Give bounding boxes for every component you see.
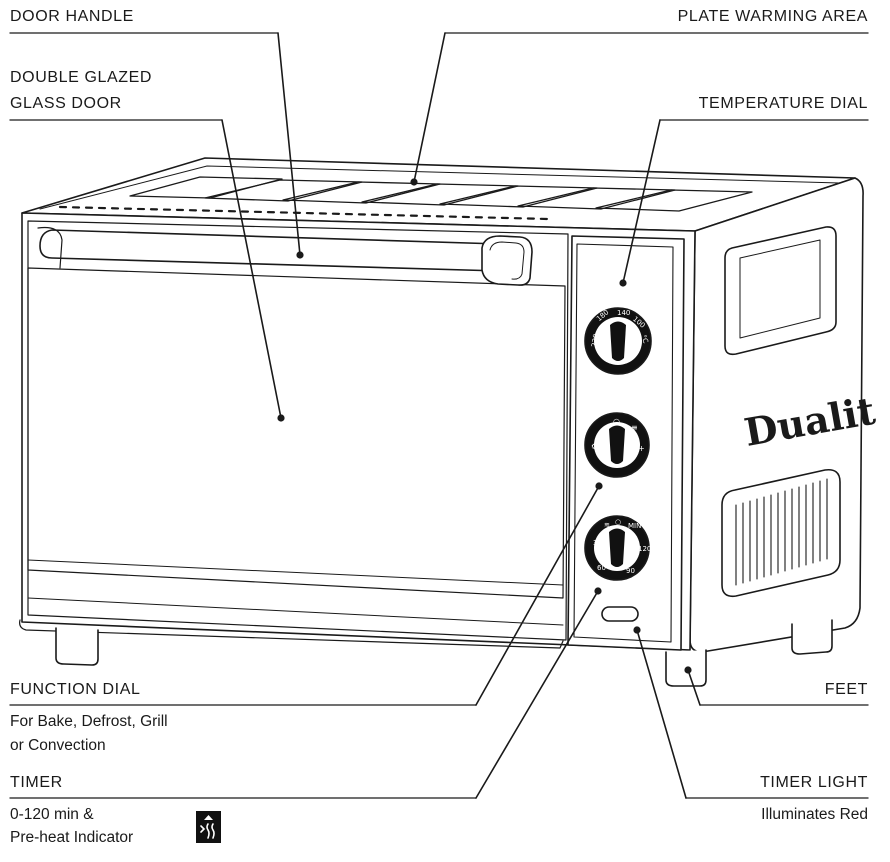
plate-warming-slots (129, 176, 753, 212)
label-rules (9, 32, 869, 799)
top-vents (58, 205, 550, 221)
label-function-dial: FUNCTION DIAL (10, 681, 141, 698)
timer-light (601, 606, 639, 622)
door-handle (37, 226, 533, 286)
leader-temperature (622, 119, 661, 284)
timer-mark-120: 120 (638, 545, 651, 553)
timer-mark-off: ○ (615, 518, 621, 526)
label-temperature-dial: TEMPERATURE DIAL (698, 95, 868, 112)
timer-dial-marks: 30 ≋ ○ MIN 120 90 60 (593, 518, 651, 575)
timer-dial[interactable] (584, 515, 650, 581)
timer-mark-preheat: ≋ (604, 521, 610, 529)
leader-timer (475, 590, 599, 799)
label-feet: FEET (824, 681, 868, 698)
function-mark-grill: ≡ (631, 423, 638, 432)
glass-door (27, 267, 566, 626)
timer-mark-30: 30 (593, 539, 602, 547)
label-timer: TIMER (10, 774, 63, 791)
label-function-desc-line1: For Bake, Defrost, Grill (10, 713, 168, 730)
function-mark-off: ○ (613, 417, 620, 426)
temp-mark-unit: °C (639, 334, 649, 345)
label-double-glazed-line2: GLASS DOOR (10, 95, 122, 112)
temperature-dial[interactable] (584, 307, 652, 375)
label-door-handle: DOOR HANDLE (10, 8, 134, 25)
function-dial[interactable] (584, 412, 650, 478)
label-timer-light: TIMER LIGHT (760, 774, 868, 791)
leader-lines (221, 32, 701, 799)
leader-function (475, 485, 600, 706)
timer-mark-60: 60 (597, 564, 606, 572)
label-plate-warming-area: PLATE WARMING AREA (677, 8, 868, 25)
oven-side-panel (689, 177, 864, 653)
label-double-glazed-line1: DOUBLE GLAZED (10, 69, 153, 86)
temp-mark-220: 220 (590, 333, 600, 348)
temp-mark-140: 140 (617, 309, 630, 317)
leader-plate-warming (413, 32, 446, 183)
function-mark-bake: + (638, 444, 645, 453)
leader-timer-light (636, 629, 687, 799)
timer-mark-90: 90 (626, 567, 635, 575)
leader-dots (277, 178, 692, 674)
leader-glass-door (221, 119, 282, 419)
preheat-indicator-icon (196, 811, 221, 843)
label-timer-light-desc: Illuminates Red (761, 806, 868, 823)
label-timer-desc-line2: Pre-heat Indicator (10, 829, 134, 846)
label-timer-desc-line1: 0-120 min & (10, 806, 94, 823)
leader-feet (687, 669, 701, 706)
label-function-desc-line2: or Convection (10, 737, 106, 754)
leader-door-handle (277, 32, 301, 256)
function-dial-marks: ⚙ ○ ≡ + (591, 417, 645, 453)
function-mark-fan: ⚙ (591, 442, 598, 451)
timer-mark-min: MIN (628, 522, 641, 530)
